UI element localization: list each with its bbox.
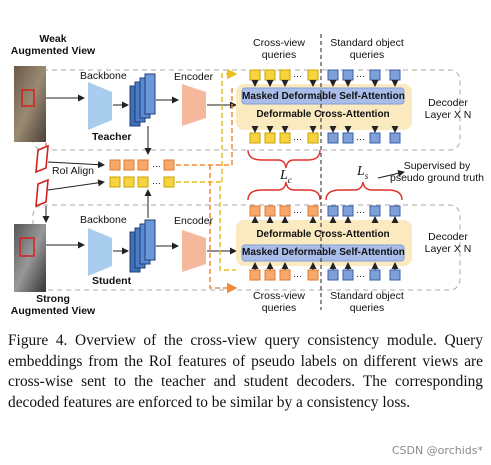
svg-text:···: ··· [356, 207, 365, 217]
roi-query-row-orange: ··· [109, 159, 175, 171]
loss-s-brace [325, 181, 403, 201]
svg-text:···: ··· [293, 71, 302, 81]
loss-c-symbol: L [280, 168, 288, 183]
cross-attn-bottom: Deformable Cross-Attention [256, 229, 390, 240]
loss-c-subscript: c [287, 174, 292, 185]
loss-s-symbol: L [357, 164, 365, 179]
watermark: CSDN @orchids* [391, 444, 483, 457]
teacher-label: Teacher [92, 131, 132, 143]
svg-text:···: ··· [293, 134, 302, 144]
encoder-top-label: Encoder [174, 71, 214, 83]
roi-crop-top [35, 144, 49, 174]
standard-queries-bottom: Standard object queries [330, 290, 404, 314]
encoder-top [182, 84, 206, 126]
cross-attn-top: Deformable Cross-Attention [256, 109, 390, 120]
masked-attn-bar-bottom [241, 244, 405, 262]
backbone-bottom [88, 228, 112, 276]
cross-view-queries-top: Cross-view queries [253, 37, 305, 61]
encoder-bottom [182, 230, 206, 272]
top-input-queries: ··· ··· [249, 69, 401, 81]
roi-crop-bottom [35, 178, 49, 208]
teacher-frame [32, 69, 461, 151]
diagram: ··· ··· ··· ··· ··· [14, 34, 461, 310]
strong-view-image [14, 224, 46, 292]
feature-stack-top [129, 73, 156, 127]
weak-view-label: Weak Augmented View [10, 33, 96, 57]
top-output-queries: ··· ··· [249, 132, 401, 144]
bottom-output-queries: ··· ··· [249, 205, 401, 217]
weak-view-image [14, 66, 46, 142]
cross-view-queries-bottom: Cross-view queries [253, 290, 305, 314]
loss-c-label: Lc [280, 168, 292, 188]
decoder-top-label: Decoder Layer X N [424, 97, 472, 121]
masked-attn-bottom: Masked Deformable Self-Attention [242, 247, 405, 258]
supervised-label: Supervised by pseudo ground truth [390, 160, 484, 184]
roi-align-label: RoI Align [52, 165, 95, 177]
backbone-bottom-label: Backbone [80, 214, 127, 226]
loss-s-subscript: s [364, 170, 369, 181]
svg-text:···: ··· [356, 134, 365, 144]
svg-text:···: ··· [152, 161, 161, 171]
svg-text:···: ··· [356, 71, 365, 81]
masked-attn-bar-top [241, 87, 405, 105]
loss-c-brace [247, 149, 321, 169]
loss-s-label: Ls [357, 164, 368, 184]
backbone-top [88, 82, 112, 130]
bottom-input-queries: ··· ··· [249, 269, 401, 281]
student-label: Student [92, 275, 132, 287]
strong-view-label: Strong Augmented View [10, 293, 96, 317]
svg-text:···: ··· [293, 207, 302, 217]
svg-text:···: ··· [356, 271, 365, 281]
standard-queries-top: Standard object queries [330, 37, 404, 61]
svg-text:···: ··· [293, 271, 302, 281]
backbone-top-label: Backbone [80, 70, 127, 82]
figure-caption: Figure 4. Overview of the cross-view que… [8, 332, 483, 411]
feature-stack-bottom [129, 219, 156, 273]
encoder-bottom-label: Encoder [174, 215, 214, 227]
roi-query-row-yellow: ··· [109, 176, 175, 188]
decoder-bottom-label: Decoder Layer X N [424, 231, 472, 255]
svg-text:···: ··· [152, 178, 161, 188]
masked-attn-top: Masked Deformable Self-Attention [242, 91, 405, 102]
